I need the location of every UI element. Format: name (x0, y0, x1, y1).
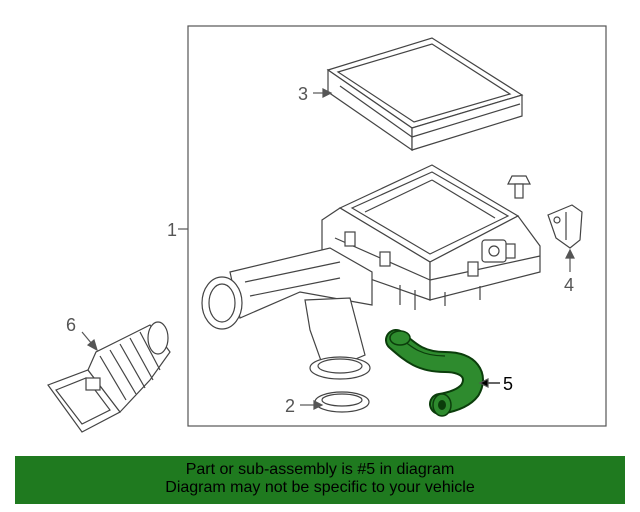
banner-line-1: Part or sub-assembly is #5 in diagram (185, 461, 455, 478)
assembly-box (187, 25, 607, 427)
part-3-air-filter[interactable] (326, 37, 524, 152)
callout-5: 5 (503, 374, 513, 394)
housing-bolt (507, 175, 531, 199)
callout-2: 2 (285, 396, 295, 416)
leader-lines (81, 88, 575, 410)
part-1-air-cleaner-housing[interactable] (201, 164, 541, 380)
part-2-seal[interactable] (314, 391, 370, 413)
parts-diagram: 1 2 3 4 5 6 (47, 25, 607, 433)
callout-3: 3 (298, 84, 308, 104)
callout-4: 4 (564, 275, 574, 295)
info-banner: Part or sub-assembly is #5 in diagram Di… (15, 456, 625, 504)
part-5-hose[interactable] (385, 329, 484, 417)
callout-6: 6 (66, 315, 76, 335)
banner-line-2: Diagram may not be specific to your vehi… (165, 479, 475, 496)
callout-1: 1 (167, 220, 177, 240)
part-6-intake-duct[interactable] (47, 321, 171, 433)
part-4-bracket[interactable] (547, 204, 583, 249)
